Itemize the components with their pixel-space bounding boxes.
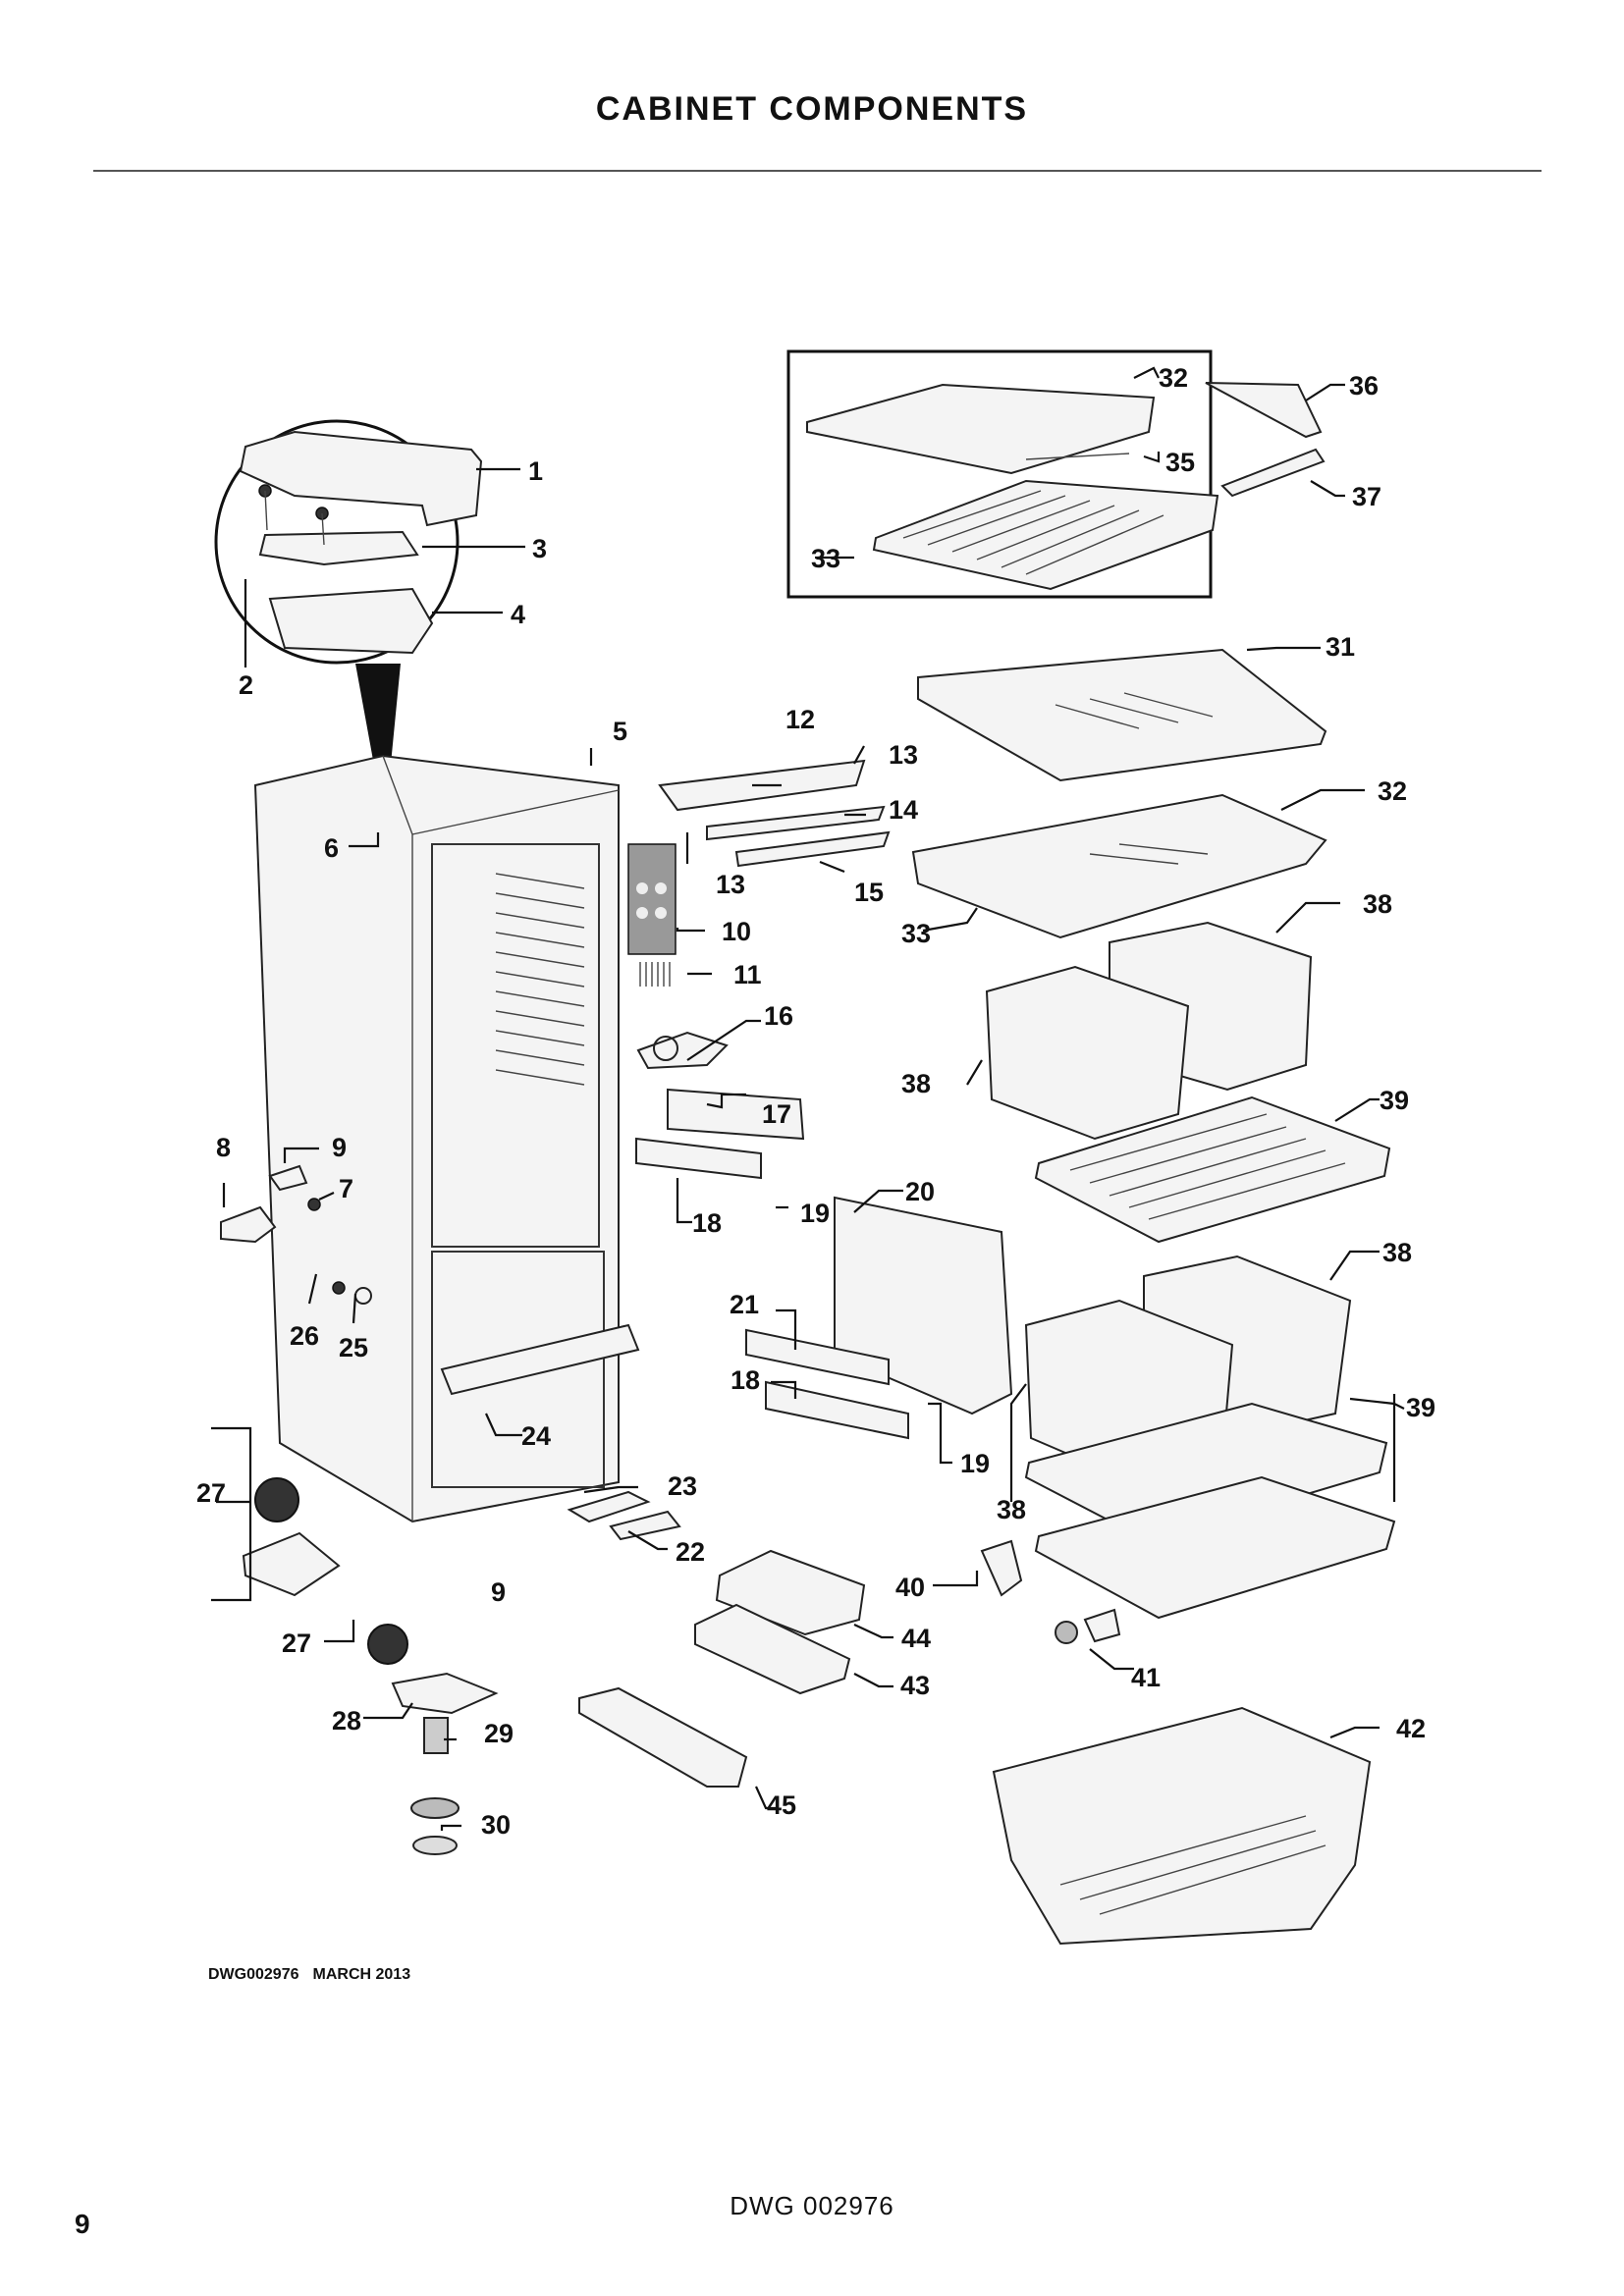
drawing-code: DWG002976: [208, 1966, 299, 1983]
callout-23: 23: [668, 1471, 697, 1501]
callout-37: 37: [1352, 482, 1381, 511]
callout-13-right: 13: [889, 740, 918, 770]
page-number: 9: [75, 2209, 90, 2239]
callout-13-left: 13: [716, 870, 745, 899]
callout-33: 33: [901, 919, 931, 948]
callout-5: 5: [613, 717, 627, 746]
callout-27-lower: 27: [282, 1629, 311, 1658]
ice-parts: [578, 1549, 866, 1788]
callout-43: 43: [900, 1671, 930, 1700]
callout-17: 17: [762, 1099, 791, 1129]
callout-35: 35: [1165, 448, 1195, 477]
callout-8: 8: [216, 1133, 231, 1162]
callout-44: 44: [901, 1624, 931, 1653]
callout-18-upper: 18: [692, 1208, 722, 1238]
callout-36: 36: [1349, 371, 1379, 400]
callout-38-top: 38: [1363, 889, 1392, 919]
callout-29: 29: [484, 1719, 514, 1748]
drawer-slides: [635, 1088, 1013, 1440]
callout-38-mid: 38: [901, 1069, 931, 1098]
hardware-parts: [220, 1164, 1121, 1855]
glass-shelves: [911, 648, 1327, 939]
title-rule: [93, 170, 1542, 172]
callout-40: 40: [895, 1573, 925, 1602]
callout-18-lower: 18: [731, 1365, 760, 1395]
inset-box: [786, 349, 1213, 599]
callout-31: 31: [1326, 632, 1355, 662]
leader-lines: [211, 366, 1405, 1831]
callout-33-inset: 33: [811, 544, 840, 573]
inset-shelf: [806, 382, 1326, 591]
callout-1: 1: [528, 456, 543, 486]
refrigerator-cabinet: [253, 754, 640, 1523]
callout-26: 26: [290, 1321, 319, 1351]
callout-4: 4: [511, 600, 525, 629]
callout-9-upper: 9: [332, 1133, 347, 1162]
callout-19-upper: 19: [800, 1199, 830, 1228]
trays: [1024, 1095, 1396, 1620]
callout-38-lower: 38: [1382, 1238, 1412, 1267]
callout-labels: 1 2 3 4 5 6 7 8 9 10 11 12 13 13 14 15 1…: [196, 363, 1435, 1840]
callout-16: 16: [764, 1001, 793, 1031]
callout-15: 15: [854, 878, 884, 907]
callout-14: 14: [889, 795, 918, 825]
callout-2: 2: [239, 670, 253, 700]
callout-6: 6: [324, 833, 339, 863]
crisper-drawer: [992, 1706, 1372, 1946]
callout-10: 10: [722, 917, 751, 946]
callout-42: 42: [1396, 1714, 1426, 1743]
callout-32: 32: [1378, 776, 1407, 806]
callout-3: 3: [532, 534, 547, 563]
callout-27-upper: 27: [196, 1478, 226, 1508]
callout-45: 45: [767, 1790, 796, 1820]
callout-28: 28: [332, 1706, 361, 1735]
callout-38-bottom: 38: [997, 1495, 1026, 1524]
callout-12: 12: [785, 705, 815, 734]
callout-39-upper: 39: [1380, 1086, 1409, 1115]
callout-24: 24: [521, 1421, 551, 1451]
callout-11: 11: [733, 960, 762, 989]
callout-25: 25: [339, 1333, 368, 1362]
callout-7: 7: [339, 1174, 353, 1203]
callout-20: 20: [905, 1177, 935, 1206]
drawing-reference: DWG002976 MARCH 2013: [208, 1966, 410, 1984]
callout-19-lower: 19: [960, 1449, 990, 1478]
callout-22: 22: [676, 1537, 705, 1567]
callout-32-inset: 32: [1159, 363, 1188, 393]
callout-39-lower: 39: [1406, 1393, 1435, 1422]
callout-21: 21: [730, 1290, 759, 1319]
footer-drawing-code: DWG 002976: [730, 2191, 894, 2220]
drawing-date: MARCH 2013: [312, 1966, 411, 1983]
page-title: CABINET COMPONENTS: [595, 90, 1029, 128]
callout-30: 30: [481, 1810, 511, 1840]
callout-9-lower: 9: [491, 1577, 506, 1607]
callout-41: 41: [1131, 1663, 1161, 1692]
detail-circle: [214, 419, 483, 825]
